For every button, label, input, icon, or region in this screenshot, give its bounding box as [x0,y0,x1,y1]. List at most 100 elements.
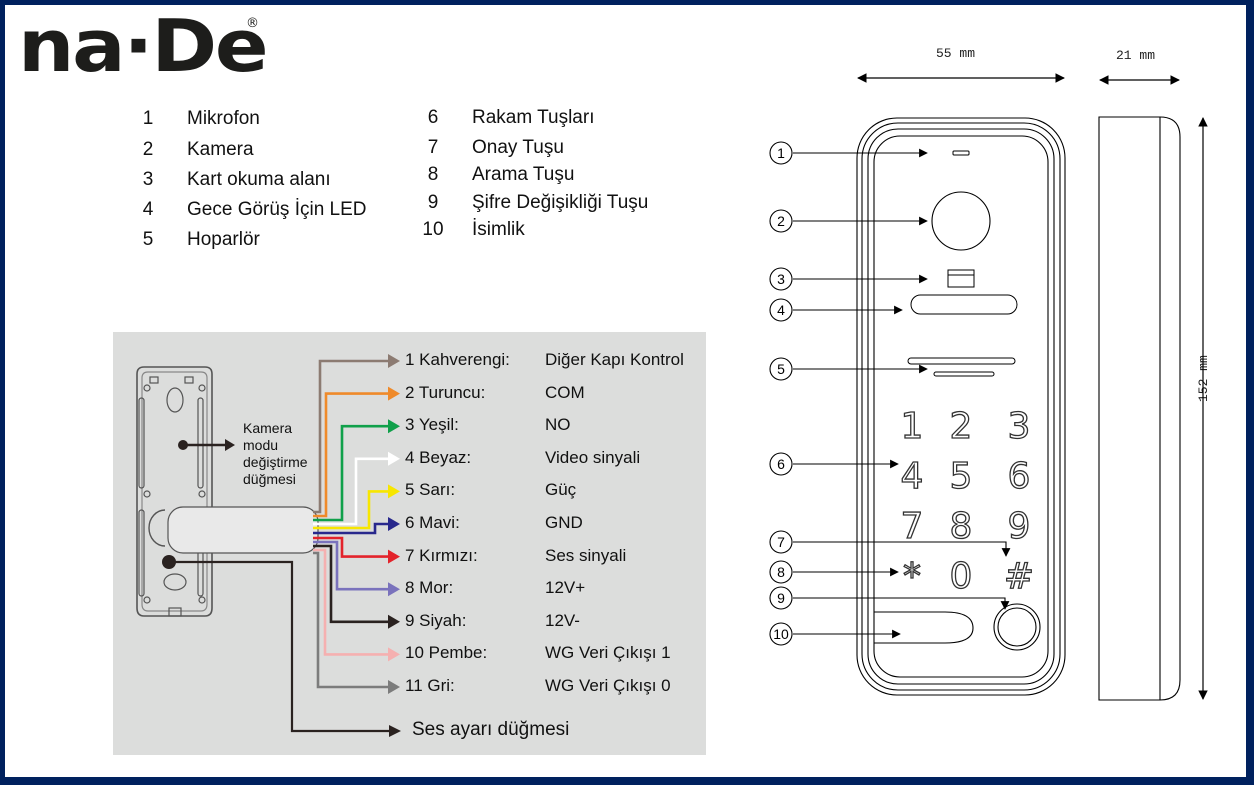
callout-number: 2 [777,213,785,229]
card-reader-icon [947,269,975,288]
callout-number: 6 [777,456,785,472]
callout-leader [793,597,1010,610]
wire-line [313,392,388,518]
keypad-key[interactable]: * [902,555,921,597]
wire-function: 12V+ [545,578,586,598]
callout-circle [769,586,793,610]
wire-line [313,457,388,526]
wire-function: Video sinyali [545,447,641,467]
volume-button-label: Ses ayarı düğmesi [412,719,570,740]
legend-number: 9 [427,192,439,213]
depth-dimension-label: 21 mm [1116,48,1156,63]
wire-line [313,544,388,624]
legend-label: Kamera [187,139,254,160]
wire-name: 3 Yeşil: [405,415,459,435]
keypad-key[interactable]: 7 [900,505,924,547]
keypad-key[interactable]: 4 [900,455,924,497]
device-side-outline [1098,116,1181,701]
legend-number: 8 [427,164,439,185]
wire-function: Ses sinyali [545,545,627,565]
camera-mode-label-line: modu [243,437,279,453]
wire-arrow [388,484,400,499]
wire-function: Güç [545,480,577,500]
night-led-bar [910,294,1018,315]
wire-arrow [388,386,400,401]
connector-block [167,506,319,554]
wire-name: 8 Mor: [405,578,454,598]
wire-line [313,359,388,514]
callout-circle [769,560,793,584]
wire-line [313,522,388,535]
volume-button-pointer [162,555,401,737]
wire-arrow [388,451,400,466]
callout-circle [769,141,793,165]
wire-name: 1 Kahverengi: [405,350,510,369]
wire-arrow [388,680,400,694]
keypad-key[interactable]: # [1003,555,1034,597]
callout-number: 1 [777,145,785,161]
legend-number: 3 [142,169,154,190]
legend-label: İsimlik [472,219,525,240]
callout-circle [769,452,793,476]
wiring-diagram [136,354,401,737]
keypad-key[interactable]: 1 [900,405,924,447]
callout-circle [769,267,793,291]
wire-arrow [388,354,400,368]
wire-line [313,490,388,530]
wire-line [313,424,388,522]
callout-circle [769,209,793,233]
callout-circle [769,530,793,554]
wire-line [313,551,388,689]
wire-name: 11 Gri: [405,676,455,695]
keypad-key[interactable]: 0 [949,555,973,597]
keypad-key[interactable]: 6 [1007,455,1031,497]
wire-name: 9 Siyah: [405,610,467,630]
keypad-key[interactable]: 9 [1007,505,1031,547]
legend-number: 7 [427,137,439,158]
callout-circle [769,298,793,322]
wire-lines [313,354,400,694]
keypad-key[interactable]: 2 [949,405,973,447]
wire-line [313,548,388,656]
callout-circle [769,357,793,381]
wire-arrow [388,647,400,662]
legend-label: Kart okuma alanı [187,169,331,190]
callout-number: 8 [777,564,785,580]
legend-number: 6 [427,107,439,128]
legend-label: Arama Tuşu [472,164,575,185]
keypad-key[interactable]: 3 [1007,405,1031,447]
callout-number: 5 [777,361,785,377]
keypad-key[interactable]: 5 [949,455,973,497]
nameplate [874,611,974,644]
wire-arrow [388,614,400,629]
wire-line [313,540,388,591]
wiring-panel: Kamera modu değiştirme düğmesi 1 Kahvere… [113,332,706,755]
callout-number: 7 [777,534,785,550]
wire-name: 10 Pembe: [405,643,488,663]
password-change-button[interactable] [993,603,1041,651]
speaker-grille-top [907,357,1016,365]
camera-mode-label-line: Kamera [243,420,293,436]
legend-label: Onay Tuşu [472,137,564,158]
wire-name: 6 Mavi: [405,513,460,532]
speaker-grille-bottom [933,371,995,377]
wire-name: 4 Beyaz: [405,447,472,467]
wire-arrow [388,582,400,597]
back-plate [136,366,213,617]
keypad-key[interactable]: 8 [949,505,973,547]
camera-mode-pointer [178,439,235,451]
wire-function: 12V- [545,610,580,630]
callout-leader [793,541,1011,557]
device-front-outline [856,117,1066,696]
wire-arrow [388,517,400,531]
camera-mode-label-line: düğmesi [243,471,296,487]
brand-logo: na·De [18,4,269,88]
camera-mode-label-line: değiştirme [243,454,308,470]
wire-function: NO [545,415,571,435]
width-dimension-label: 55 mm [936,46,976,61]
wire-function: GND [545,513,583,532]
wire-arrow [388,549,400,564]
legend-label: Şifre Değişikliği Tuşu [472,192,649,213]
